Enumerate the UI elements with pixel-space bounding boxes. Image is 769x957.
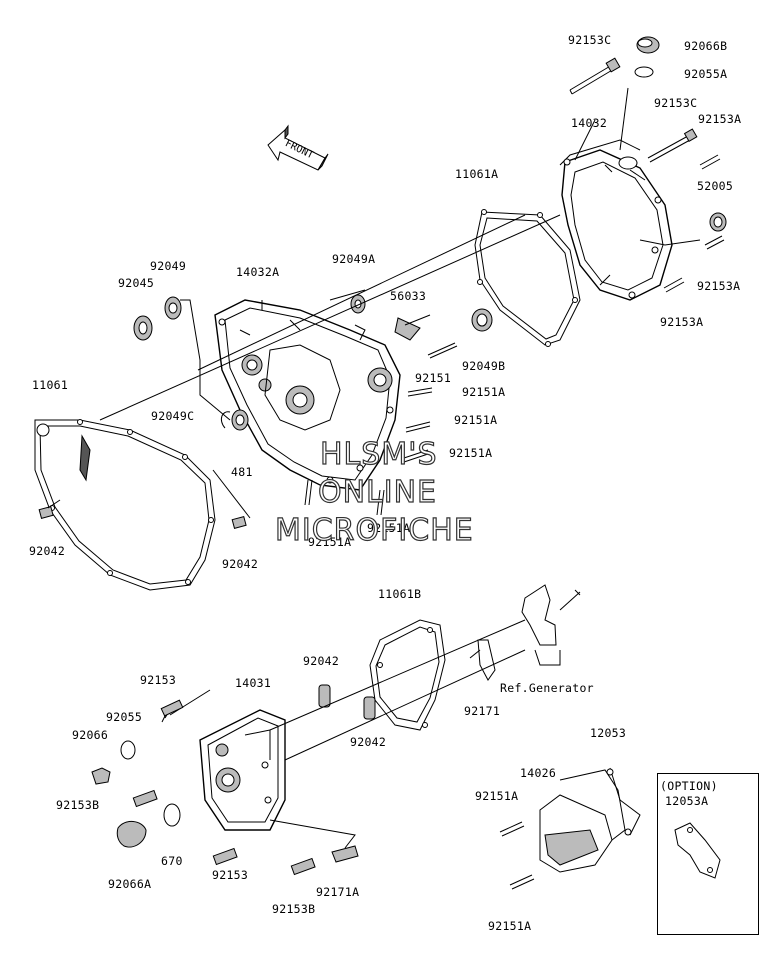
label-481: 481 bbox=[231, 465, 253, 479]
label-11061: 11061 bbox=[32, 378, 69, 392]
watermark-line1: HLSM'S bbox=[319, 437, 438, 472]
label-92151A-7: 92151A bbox=[488, 919, 532, 933]
label-92055: 92055 bbox=[106, 710, 143, 724]
label-56033: 56033 bbox=[390, 289, 427, 303]
bearings-left bbox=[38, 294, 493, 529]
label-92055A: 92055A bbox=[684, 67, 728, 81]
label-92066B: 92066B bbox=[684, 39, 728, 53]
leader-lines bbox=[47, 87, 701, 519]
label-14032: 14032 bbox=[571, 116, 608, 130]
gasket-11061B bbox=[369, 619, 446, 731]
watermark-line3: MICROFICHE bbox=[274, 513, 474, 548]
label-52005: 52005 bbox=[697, 179, 734, 193]
label-92153C-top: 92153C bbox=[568, 33, 612, 47]
label-14031: 14031 bbox=[235, 676, 272, 690]
label-92153A-bot: 92153A bbox=[660, 315, 704, 329]
label-92066: 92066 bbox=[72, 728, 109, 742]
label-92153A-top: 92153A bbox=[698, 112, 742, 126]
label-92153A-mid: 92153A bbox=[697, 279, 741, 293]
option-title: (OPTION) bbox=[660, 779, 718, 793]
label-92049A: 92049A bbox=[332, 252, 376, 266]
label-92151A-3: 92151A bbox=[449, 446, 493, 460]
bolts-mid bbox=[304, 342, 458, 516]
label-92151A-2: 92151A bbox=[454, 413, 498, 427]
label-92066A: 92066A bbox=[108, 877, 152, 891]
label-14026: 14026 bbox=[520, 766, 557, 780]
label-92049C: 92049C bbox=[151, 409, 195, 423]
label-92049B: 92049B bbox=[462, 359, 506, 373]
label-92042-right: 92042 bbox=[222, 557, 259, 571]
label-92171: 92171 bbox=[464, 704, 501, 718]
label-92153C-right: 92153C bbox=[654, 96, 698, 110]
label-92151A-5: 92151A bbox=[367, 521, 411, 535]
watermark-line2: ONLINE bbox=[317, 475, 438, 510]
label-92153: 92153 bbox=[140, 673, 177, 687]
gasket-11061 bbox=[34, 419, 216, 591]
label-92049: 92049 bbox=[150, 259, 187, 273]
cover-14031 bbox=[199, 709, 286, 831]
front-arrow: FRONT bbox=[267, 124, 329, 171]
option-part-label: 12053A bbox=[665, 794, 709, 808]
label-92153B-left: 92153B bbox=[56, 798, 100, 812]
label-14032A: 14032A bbox=[236, 265, 280, 279]
label-92151: 92151 bbox=[415, 371, 452, 385]
gasket-11061A bbox=[474, 209, 581, 347]
label-92151A-4: 92151A bbox=[308, 535, 352, 549]
label-12053: 12053 bbox=[590, 726, 627, 740]
label-11061A: 11061A bbox=[455, 167, 499, 181]
label-670: 670 bbox=[161, 854, 183, 868]
small-parts-top bbox=[569, 36, 727, 293]
label-92042-low: 92042 bbox=[350, 735, 387, 749]
label-ref-generator: Ref.Generator bbox=[500, 681, 594, 695]
label-92151A-6: 92151A bbox=[475, 789, 519, 803]
option-box bbox=[657, 773, 759, 935]
label-92045: 92045 bbox=[118, 276, 155, 290]
label-92153-low: 92153 bbox=[212, 868, 249, 882]
label-92171A: 92171A bbox=[316, 885, 360, 899]
lower-parts bbox=[91, 584, 721, 890]
label-11061B: 11061B bbox=[378, 587, 422, 601]
label-92042-left: 92042 bbox=[29, 544, 66, 558]
cover-14032 bbox=[559, 139, 673, 301]
label-92151A-1: 92151A bbox=[462, 385, 506, 399]
label-92042-mid: 92042 bbox=[303, 654, 340, 668]
label-92153B-low: 92153B bbox=[272, 902, 316, 916]
